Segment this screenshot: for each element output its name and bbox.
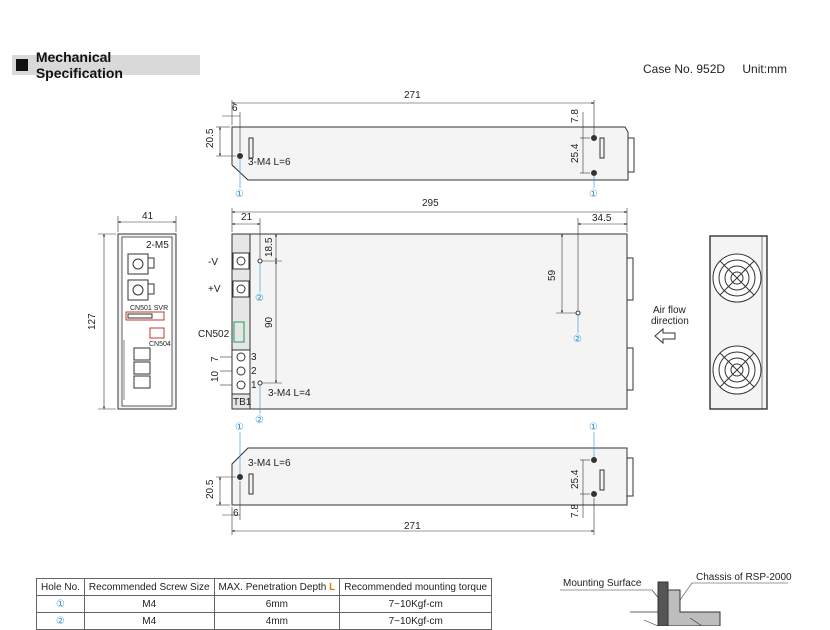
col-torque: Recommended mounting torque [339,578,493,596]
mounting-surface-label: Mounting Surface [563,578,642,589]
table-cell-hole: ① [36,595,85,613]
table-cell-torque: 7~10Kgf-cm [339,612,493,630]
mounting-detail [560,581,788,626]
table-cell-torque: 7~10Kgf-cm [339,595,493,613]
top-dim-25-4: 25.4 [570,143,581,163]
side-width-label: 41 [142,211,154,222]
mounting-labels: Mounting Surface Chassis of RSP-2000 [563,572,792,589]
top-offset-label: 6 [232,103,238,114]
top-view [216,100,635,188]
bottom-hole-marker-2: ① [589,422,598,433]
front-dim-90: 90 [264,316,275,328]
bottom-length-label: 271 [404,521,421,532]
front-dim-10: 10 [210,370,221,382]
terminal-1-label: 1 [251,380,257,391]
front-offset-left-label: 21 [241,212,253,223]
airflow-line2: direction [651,316,689,327]
table-row: ① M4 6mm 7~10Kgf-cm [36,595,493,613]
fan-top-icon [712,253,762,303]
table-cell-depth: 6mm [213,595,341,613]
case-info: Case No. 952D Unit:mm [643,62,787,76]
terminal-block-label: TB1 [233,397,252,408]
front-hole-marker-c: ② [573,334,582,345]
front-length-label: 295 [422,198,439,209]
col-hole-no: Hole No. [36,578,85,596]
top-length-label: 271 [404,90,421,101]
section-title-bar: Mechanical Specification [12,49,200,81]
table-header-row: Hole No. Recommended Screw Size MAX. Pen… [36,578,493,596]
bottom-view-labels: ① ① 3-M4 L=6 20.5 6 271 25.4 7.8 [205,422,598,532]
airflow-line1: Air flow [653,305,687,316]
front-hole-note: 3-M4 L=4 [268,388,311,399]
col-penetration-depth: MAX. Penetration Depth L [213,578,341,596]
front-view-labels: 295 21 34.5 18.5 59 90 7 10 -V +V CN502 … [198,198,612,426]
terminal-2-label: 2 [251,366,257,377]
label-plus-v: +V [208,284,221,295]
top-hole-note: 3-M4 L=6 [248,157,291,168]
chassis-label: Chassis of RSP-2000 [696,572,792,583]
depth-suffix: L [329,581,336,593]
bottom-height-label: 20.5 [205,479,216,499]
side-screw-label: 2-M5 [146,240,169,251]
label-minus-v: -V [208,257,218,268]
front-dim-59: 59 [547,269,558,281]
front-hole-marker-a: ② [255,293,264,304]
bottom-dim-7-8: 7.8 [570,504,581,518]
bottom-hole-note: 3-M4 L=6 [248,458,291,469]
top-dim-7-8: 7.8 [570,109,581,123]
fan-bottom-icon [712,345,762,395]
bottom-offset-label: 6 [233,508,239,519]
col-screw-size: Recommended Screw Size [83,578,215,596]
label-cn502: CN502 [198,329,230,340]
airflow-group: Air flow direction [651,305,689,345]
front-dim-18-5: 18.5 [264,237,275,257]
side-height-label: 127 [87,313,98,330]
side-cn504-label: CN504 [149,341,171,348]
front-hole-marker-b: ② [255,415,264,426]
bottom-dim-25-4: 25.4 [570,469,581,489]
top-hole-marker-1: ① [235,189,244,200]
front-dim-7: 7 [210,356,221,362]
fan-view [709,235,768,410]
front-view [220,208,634,414]
title-square-icon [16,59,28,71]
side-view-labels: 41 127 2-M5 CN501 SVR CN504 [87,211,171,348]
airflow-arrow-icon [654,327,676,345]
section-title: Mechanical Specification [35,49,123,81]
case-number: Case No. 952D [643,62,726,76]
top-hole-marker-2: ① [589,189,598,200]
front-offset-right-label: 34.5 [592,213,612,224]
table-cell-screw: M4 [83,595,215,613]
top-view-labels: 271 6 20.5 3-M4 L=6 7.8 25.4 ① ① [205,90,598,200]
side-view [98,216,177,410]
mounting-spec-table: Hole No. Recommended Screw Size MAX. Pen… [36,578,493,630]
terminal-3-label: 3 [251,352,257,363]
bottom-hole-marker-1: ① [235,422,244,433]
table-row: ② M4 4mm 7~10Kgf-cm [36,612,493,630]
bottom-view [216,432,634,535]
table-cell-screw: M4 [83,612,215,630]
table-cell-depth: 4mm [213,612,341,630]
unit-label: Unit:mm [742,62,788,76]
table-cell-hole: ② [36,612,85,630]
side-connector-label: CN501 SVR [130,305,168,312]
top-height-label: 20.5 [205,128,216,148]
